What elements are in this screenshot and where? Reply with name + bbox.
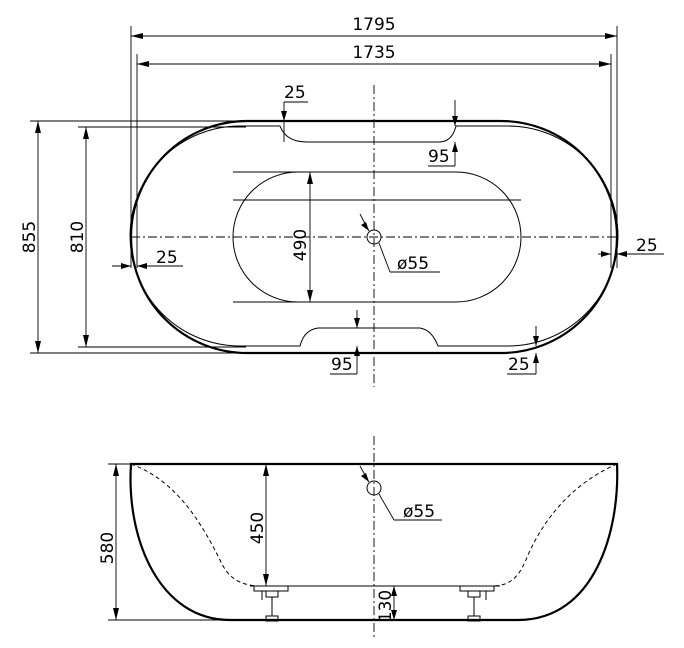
dim-drain-top: ø55 <box>397 254 429 274</box>
drain-circle-side <box>366 480 382 496</box>
dim-notch-bottom-depth: 95 <box>331 355 353 375</box>
dim-foot-height: 130 <box>376 590 396 622</box>
tub-inner-rim-outline <box>129 125 619 347</box>
top-view: 1795 1735 855 810 490 25 <box>20 15 664 387</box>
dim-notch-top-rim: 25 <box>284 83 306 103</box>
side-view: 580 450 130 ø55 <box>98 436 619 640</box>
dim-rim-right: 25 <box>636 236 658 256</box>
dim-basin-depth: 450 <box>248 512 268 544</box>
dim-rim-left: 25 <box>156 248 178 268</box>
dim-side-height: 580 <box>98 532 118 564</box>
foot-right <box>459 585 495 622</box>
dim-inner-length: 1735 <box>352 43 395 63</box>
dim-notch-top-depth: 95 <box>428 147 450 167</box>
foot-left <box>253 585 289 622</box>
dim-basin-width: 490 <box>291 229 311 261</box>
dim-overall-length: 1795 <box>352 15 395 35</box>
drain-circle-top <box>366 229 382 245</box>
dim-overall-width: 855 <box>20 221 40 253</box>
tub-side-outline <box>129 462 619 622</box>
dim-drain-side: ø55 <box>403 502 435 522</box>
dim-inner-width: 810 <box>68 221 88 253</box>
dim-notch-bottom-rim: 25 <box>508 355 530 375</box>
